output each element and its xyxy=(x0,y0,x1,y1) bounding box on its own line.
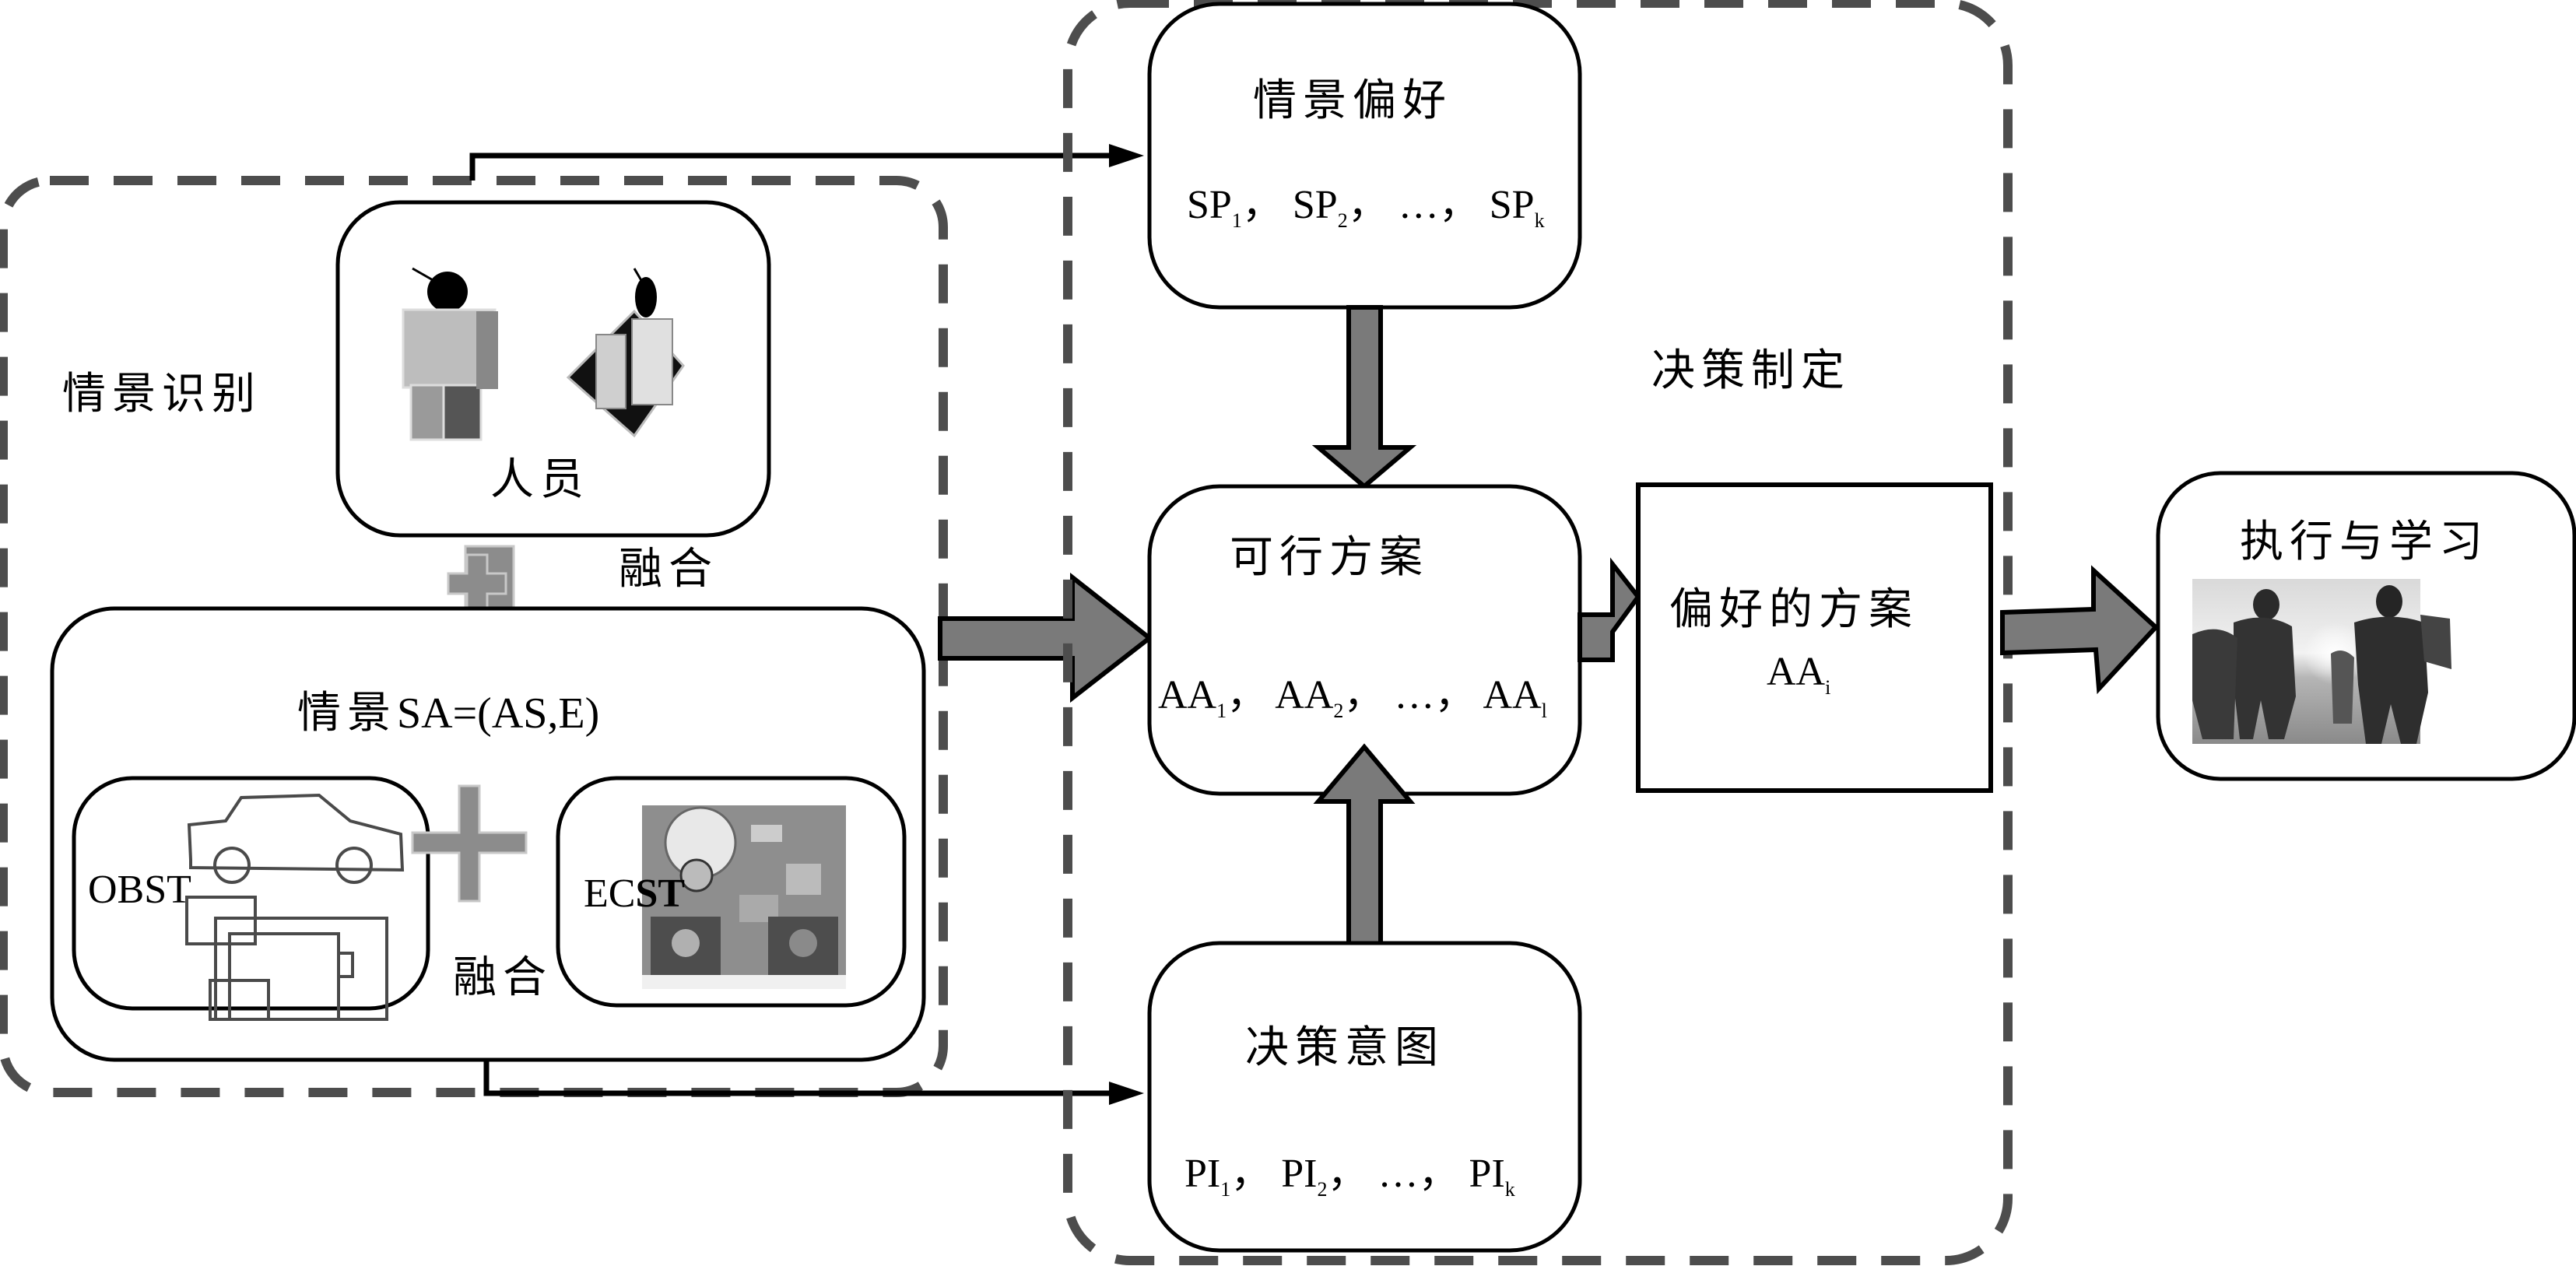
connector-to-preference xyxy=(469,153,1109,181)
personnel-box: 人员 xyxy=(335,200,771,538)
kneeling-person-icon xyxy=(566,268,685,438)
situation-recognition-title: 情景识别 xyxy=(62,370,261,419)
ecst-box: ECST xyxy=(556,776,907,1008)
obst-box: OBST xyxy=(72,776,430,1021)
fat-arrow-to-alternatives xyxy=(938,572,1153,703)
decision-intent-list: PI1， PI2， …， PIk xyxy=(1184,1152,1515,1201)
situation-recognition-group xyxy=(0,176,948,1097)
car-icon xyxy=(187,793,405,884)
personnel-label: 人员 xyxy=(490,456,590,504)
arrowhead-to-intent xyxy=(1109,1082,1144,1105)
connector-to-intent xyxy=(483,1060,1109,1096)
feasible-alternatives-title: 可行方案 xyxy=(1230,534,1429,582)
soldiers-walking-photo xyxy=(2192,579,2451,744)
fat-arrow-to-preferred xyxy=(1578,557,1641,662)
situation-title-prefix: 情景 xyxy=(297,689,397,738)
fusion-label-bottom: 融合 xyxy=(453,954,553,1002)
plus-icon-bottom xyxy=(411,784,528,903)
obst-label: OBST xyxy=(88,868,191,912)
fat-arrow-preference-to-alternatives xyxy=(1311,305,1417,489)
ecst-label-bold: ST xyxy=(635,871,685,916)
situation-box: 情景SA=(AS,E) OBST 融合 xyxy=(50,606,926,1062)
situation-preference-box: 情景偏好 SP1， SP2， …， SPk xyxy=(1147,2,1582,310)
feasible-alternatives-list: AA1， AA2， …， AAl xyxy=(1158,673,1547,722)
situation-preference-title: 情景偏好 xyxy=(1253,77,1452,125)
decision-making-title: 决策制定 xyxy=(1651,347,1851,395)
svg-text:情景SA=(AS,E): 情景SA=(AS,E) xyxy=(297,689,599,738)
preferred-alternative-value: AAi xyxy=(1767,650,1830,699)
situation-formula: SA=(AS,E) xyxy=(397,689,599,738)
decision-intent-title: 决策意图 xyxy=(1245,1024,1444,1072)
fusion-label-top: 融合 xyxy=(619,545,718,594)
svg-text:ECST: ECST xyxy=(584,871,685,916)
rainy-weather-icon xyxy=(768,917,838,975)
ecst-label-thin: EC xyxy=(584,871,635,916)
preferred-alternative-title: 偏好的方案 xyxy=(1669,586,1918,634)
feasible-alternatives-box: 可行方案 AA1， AA2， …， AAl xyxy=(1147,484,1582,796)
sunny-weather-icon xyxy=(651,917,721,975)
decision-intent-box: 决策意图 PI1， PI2， …， PIk xyxy=(1147,941,1582,1253)
vehicle-equipment-icon xyxy=(185,896,388,1021)
preferred-alternative-box: 偏好的方案 AAi xyxy=(1636,482,1993,793)
situation-preference-list: SP1， SP2， …， SPk xyxy=(1187,183,1545,232)
plus-icon xyxy=(447,545,515,614)
arrowhead-to-preference xyxy=(1109,144,1144,167)
execution-learning-title: 执行与学习 xyxy=(2240,518,2489,566)
fat-arrow-to-execution xyxy=(2000,565,2160,695)
standing-person-icon xyxy=(402,267,498,441)
fat-arrow-intent-to-alternatives xyxy=(1313,743,1416,956)
execution-learning-box: 执行与学习 xyxy=(2156,471,2576,781)
